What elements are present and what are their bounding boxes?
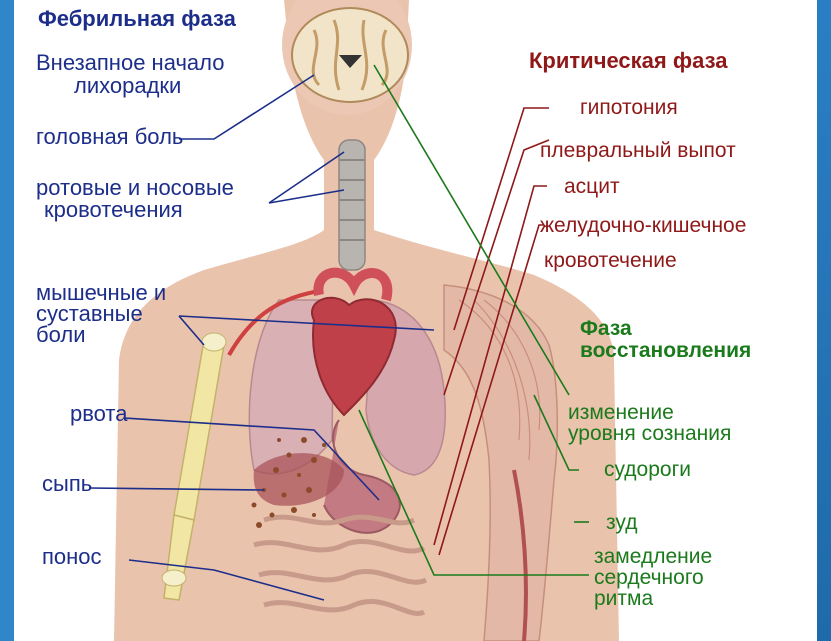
label-hypotension: гипотония	[580, 97, 678, 118]
trachea	[339, 140, 365, 270]
febrile-phase-title: Фебрильная фаза	[38, 8, 236, 30]
label-pleural-effusion: плевральный выпот	[540, 140, 736, 161]
label-gi-bleeding: кровотечение	[544, 250, 677, 271]
label-pain: боли	[36, 324, 85, 346]
label-consciousness-change: изменение	[568, 402, 674, 423]
label-heart: сердечного	[594, 567, 704, 588]
diagram-panel: Фебрильная фаза Критическая фаза Фаза во…	[14, 0, 817, 641]
label-oral-nasal: ротовые и носовые	[36, 177, 234, 199]
label-vomiting: рвота	[70, 403, 128, 425]
label-fever: лихорадки	[74, 75, 181, 97]
recovery-phase-title-line2: восстановления	[580, 340, 751, 361]
label-bleeding: кровотечения	[44, 199, 183, 221]
brain	[292, 8, 408, 102]
recovery-phase-title-line1: Фаза	[580, 318, 632, 339]
label-ascites: асцит	[564, 176, 620, 197]
label-slowing: замедление	[594, 546, 712, 567]
critical-phase-title: Критическая фаза	[529, 50, 727, 72]
label-rash: сыпь	[42, 473, 92, 495]
label-gi: желудочно-кишечное	[540, 215, 746, 236]
label-consciousness-level: уровня сознания	[568, 423, 731, 444]
label-sudden-onset: Внезапное начало	[36, 52, 224, 74]
label-rhythm: ритма	[594, 588, 653, 609]
label-headache: головная боль	[36, 126, 183, 148]
label-itch: зуд	[606, 512, 637, 533]
label-diarrhea: понос	[42, 546, 102, 568]
label-seizures: судороги	[604, 459, 691, 480]
